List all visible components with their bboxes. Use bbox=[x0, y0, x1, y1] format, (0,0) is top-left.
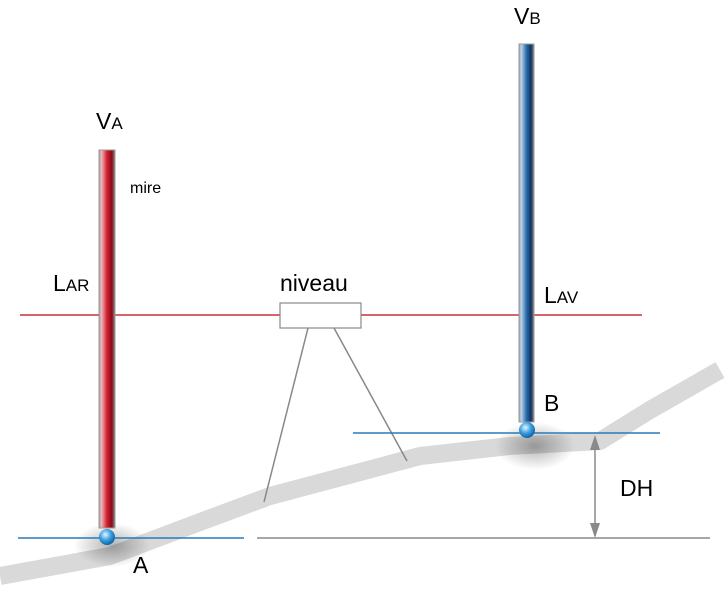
point-a-marker bbox=[99, 529, 115, 545]
shadow-a bbox=[74, 523, 150, 567]
label-dh: DH bbox=[620, 475, 653, 501]
label-lav: LAV bbox=[544, 282, 579, 308]
label-va: VA bbox=[96, 108, 123, 134]
label-point-a: A bbox=[133, 552, 149, 578]
point-b-marker bbox=[519, 422, 535, 438]
staff-a bbox=[98, 149, 116, 529]
dh-arrow-head-top bbox=[590, 435, 600, 450]
tripod-leg-right bbox=[333, 327, 408, 462]
level-instrument bbox=[279, 302, 362, 329]
label-vb: VB bbox=[514, 3, 541, 29]
label-mire: mire bbox=[130, 180, 161, 197]
shadow-b bbox=[495, 422, 575, 470]
label-lar: LAR bbox=[53, 270, 89, 296]
dh-arrow-head-bottom bbox=[590, 523, 600, 538]
staff-b bbox=[518, 43, 535, 423]
label-point-b: B bbox=[544, 390, 559, 416]
label-niveau: niveau bbox=[280, 270, 348, 296]
tripod-leg-left bbox=[263, 327, 309, 503]
